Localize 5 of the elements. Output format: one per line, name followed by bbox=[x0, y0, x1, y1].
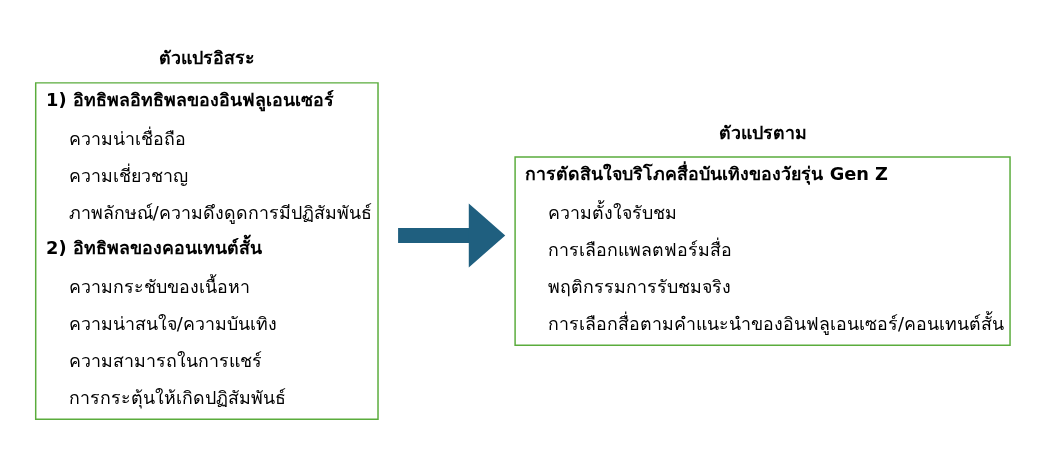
node-label: ตัวแปรตาม bbox=[718, 121, 807, 143]
node-label: ตัวแปรอิสระ bbox=[158, 47, 255, 69]
node-box: การตัดสินใจบริโภคสื่อบันเทิงของวัยรุ่น Gen Z ความตั้งใจรับชม การเลือกแพลตฟอร์มสื่อ พฤติกรรมการรับชมจริง การเลือกสื่อตามคำแนะนำของอินฟลูเอนเซอร์/คอนเทนต์สั้น bbox=[514, 156, 1011, 346]
node-box: 1) อิทธิพลอิทธิพลของอินฟลูเอนเซอร์ ความน่าเชื่อถือ ความเชี่ยวชาญ ภาพลักษณ์/ความดึงดูดการมีปฏิสัมพันธ์ 2) อิทธิพลของคอนเทนต์สั้น ความกระชับของเนื้อหา ความน่าสนใจ/ความบันเทิง ความสามารถในการแชร์ การกระตุ้นให้เกิดปฏิสัมพันธ์ bbox=[34, 82, 379, 420]
arrow bbox=[398, 203, 506, 268]
